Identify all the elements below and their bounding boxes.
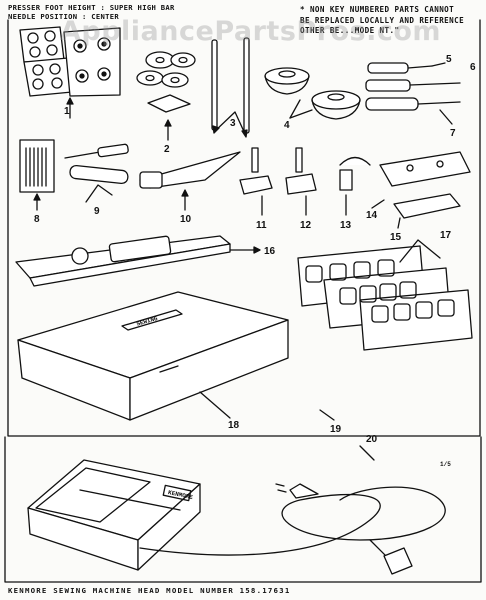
needle-position-text: NEEDLE POSITION : CENTER <box>8 12 120 21</box>
foot-control-frame <box>4 436 482 583</box>
part-number-4: 4 <box>284 120 290 131</box>
part-20-leader <box>359 445 375 461</box>
part-number-16: 16 <box>264 246 276 257</box>
part-number-20: 20 <box>366 434 378 445</box>
part-number-15: 15 <box>390 232 402 243</box>
part-number-1: 1 <box>64 106 70 117</box>
spool-caps-part <box>264 67 361 120</box>
presser-feet-part <box>239 147 317 216</box>
note-line-2: BE REPLACED LOCALLY AND REFERENCE <box>300 15 465 25</box>
model-footer: KENMORE SEWING MACHINE HEAD MODEL NUMBER… <box>8 586 291 595</box>
bobbin-cards-part <box>19 26 121 119</box>
seam-ripper-part <box>64 143 129 203</box>
screwdrivers-part <box>365 62 461 125</box>
part-number-18: 18 <box>228 420 240 431</box>
part-number-14: 14 <box>366 210 378 221</box>
part-number-19: 19 <box>330 424 342 435</box>
part-19-leader <box>319 409 335 421</box>
part-number-17: 17 <box>440 230 452 241</box>
part-number-8: 8 <box>34 214 40 225</box>
presser-foot-info: PRESSER FOOT HEIGHT : SUPER HIGH BAR NEE… <box>8 3 175 21</box>
part-number-9: 9 <box>94 206 100 217</box>
part-number-10: 10 <box>180 214 192 225</box>
bobbin-case-part <box>339 156 371 216</box>
part-number-11: 11 <box>256 220 267 231</box>
spool-pins-part <box>211 37 250 138</box>
part-number-13: 13 <box>340 220 352 231</box>
part-number-5: 5 <box>446 54 452 65</box>
watermark-text: AppliancePartsPros.com <box>60 16 442 47</box>
attachment-tray-part <box>15 235 261 287</box>
part-number-6: 6 <box>470 62 476 73</box>
lint-brush-part <box>139 151 241 211</box>
pattern-cams-part <box>297 239 473 351</box>
throat-plates-part <box>371 151 471 229</box>
corner-mark: 1/5 <box>440 461 451 468</box>
note-line-3: OTHER BE...MODE NT." <box>300 26 400 35</box>
foot-control-part <box>27 459 446 575</box>
part-number-3: 3 <box>230 118 236 129</box>
note-line-1: * NON KEY NUMBERED PARTS CANNOT <box>300 5 455 14</box>
accessory-case-part <box>17 291 289 421</box>
part-number-7: 7 <box>450 128 456 139</box>
part-number-12: 12 <box>300 220 312 231</box>
bobbins-part <box>136 51 196 141</box>
presser-foot-height-text: PRESSER FOOT HEIGHT : SUPER HIGH BAR <box>8 3 175 12</box>
accessories-frame <box>7 19 481 437</box>
needle-pack-part <box>19 139 55 211</box>
non-key-parts-note: * NON KEY NUMBERED PARTS CANNOT BE REPLA… <box>300 5 480 37</box>
part-number-2: 2 <box>164 144 170 155</box>
